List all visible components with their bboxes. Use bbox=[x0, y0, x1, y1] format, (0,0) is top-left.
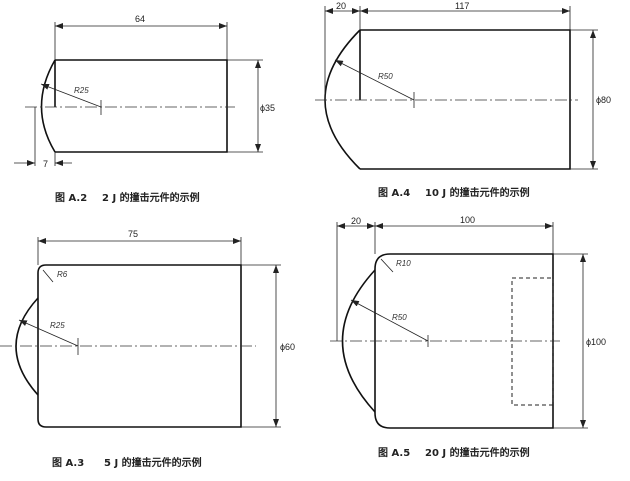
figure-a4: R50 20 117 ϕ80 图 A.4 10 J 的撞击元件的示例 bbox=[315, 1, 611, 199]
offset-label: 20 bbox=[351, 216, 361, 226]
length-label: 117 bbox=[455, 1, 469, 11]
spherical-face bbox=[15, 297, 39, 396]
offset-label: 20 bbox=[336, 1, 346, 11]
caption-text: 10 J 的撞击元件的示例 bbox=[425, 186, 530, 199]
figure-a3: R25 R6 75 ϕ60 图 A.3 5 J 的撞击元件的示例 bbox=[0, 229, 295, 469]
striker-body bbox=[37, 264, 242, 428]
striker-body bbox=[54, 59, 228, 153]
radius-label: R50 bbox=[378, 72, 393, 81]
corner-radius-leader bbox=[42, 269, 54, 283]
caption-number: 图 A.4 bbox=[378, 187, 410, 199]
caption-number: 图 A.3 bbox=[52, 457, 84, 469]
diameter-label: ϕ35 bbox=[260, 103, 275, 113]
striker-body bbox=[359, 29, 571, 170]
radius-label: R25 bbox=[50, 321, 65, 330]
length-label: 100 bbox=[460, 215, 475, 225]
spherical-face bbox=[341, 269, 376, 413]
radius-leader bbox=[334, 59, 415, 101]
radius-leader bbox=[350, 299, 429, 342]
radius-label: R25 bbox=[74, 86, 89, 95]
radius-label: R50 bbox=[392, 313, 407, 322]
caption-number: 图 A.2 bbox=[55, 192, 87, 204]
figure-a2: R25 64 ϕ35 7 图 A.2 2 J 的撞击元件的示例 bbox=[14, 14, 275, 204]
corner-radius-label: R10 bbox=[396, 259, 411, 268]
spherical-face bbox=[324, 29, 361, 170]
radius-leader bbox=[40, 83, 102, 108]
caption-text: 20 J 的撞击元件的示例 bbox=[425, 446, 530, 459]
caption-text: 2 J 的撞击元件的示例 bbox=[102, 191, 200, 204]
hidden-bore bbox=[511, 277, 554, 406]
diameter-label: ϕ80 bbox=[596, 95, 611, 105]
offset-label: 7 bbox=[43, 159, 48, 169]
diameter-label: ϕ60 bbox=[280, 342, 295, 352]
striker-body bbox=[374, 253, 554, 429]
caption-text: 5 J 的撞击元件的示例 bbox=[104, 456, 202, 469]
radius-leader bbox=[18, 319, 79, 347]
spherical-face bbox=[40, 59, 56, 153]
length-label: 75 bbox=[128, 229, 138, 239]
figure-a5: R50 R10 20 100 ϕ100 图 A.5 20 J 的撞击元件的示例 bbox=[330, 215, 606, 459]
caption-number: 图 A.5 bbox=[378, 447, 410, 459]
corner-radius-label: R6 bbox=[57, 270, 68, 279]
diameter-label: ϕ100 bbox=[586, 337, 606, 347]
corner-radius-leader bbox=[380, 258, 394, 273]
length-label: 64 bbox=[135, 14, 145, 24]
